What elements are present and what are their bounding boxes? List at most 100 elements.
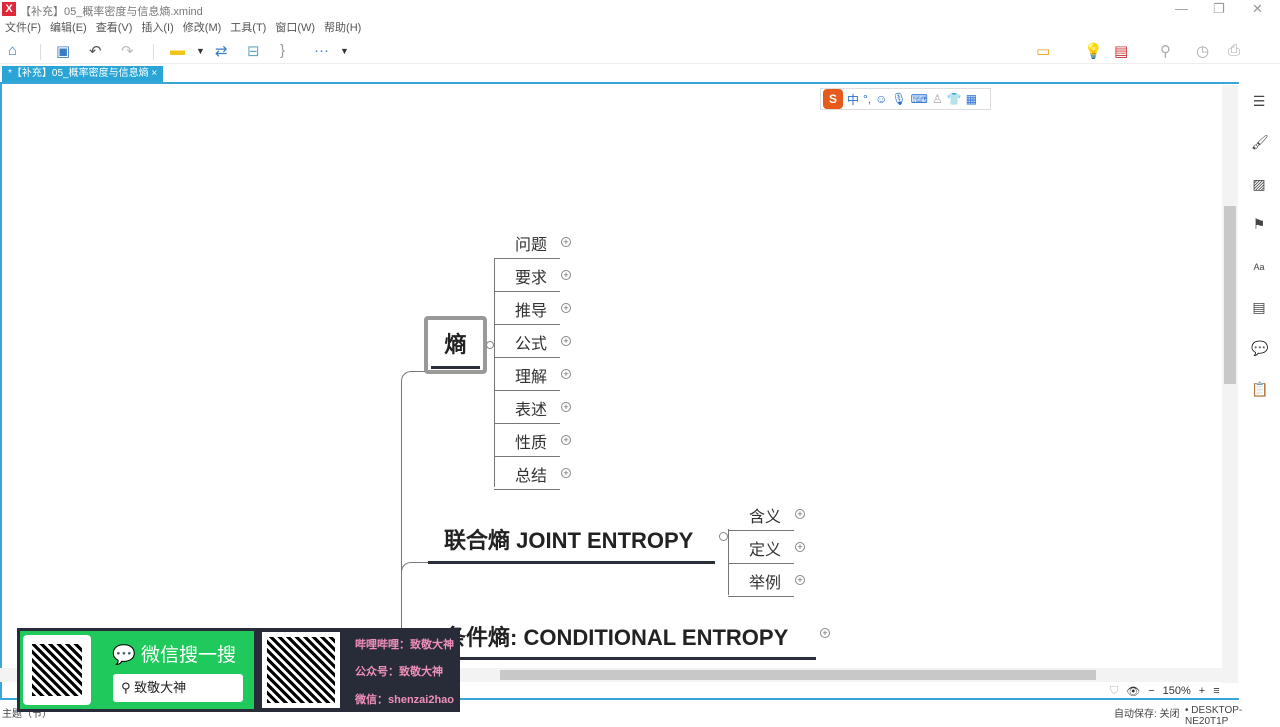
- summary-icon[interactable]: }: [280, 42, 286, 59]
- expand-icon[interactable]: +: [561, 270, 571, 280]
- computer-name-text: DESKTOP-NE20T1P: [1185, 705, 1243, 727]
- gantt-icon[interactable]: ▤: [1114, 43, 1129, 60]
- subtopic[interactable]: 推导: [514, 303, 547, 320]
- close-button[interactable]: ✕: [1252, 1, 1263, 16]
- keyboard-icon[interactable]: ⌨: [910, 92, 928, 106]
- subtopic[interactable]: 表述: [514, 402, 547, 419]
- expand-icon[interactable]: +: [561, 237, 571, 247]
- undo-icon[interactable]: ↶: [89, 43, 102, 60]
- wechat-icon: 💬: [112, 645, 136, 666]
- chevron-down-icon[interactable]: ▼: [340, 46, 349, 56]
- menu-edit[interactable]: 编辑(E): [50, 22, 87, 34]
- save-icon[interactable]: ▣: [56, 43, 71, 60]
- horizontal-scroll-thumb[interactable]: [500, 670, 1096, 680]
- export-icon[interactable]: ⎙: [1228, 42, 1241, 59]
- expand-icon[interactable]: +: [561, 435, 571, 445]
- expand-icon[interactable]: +: [561, 468, 571, 478]
- flag-icon[interactable]: ⚑: [1252, 216, 1266, 232]
- tab-document[interactable]: *【补充】05_概率密度与信息熵 ×: [2, 66, 164, 82]
- qr-code-icon: [23, 635, 91, 705]
- conditional-entropy-topic[interactable]: 条件熵: CONDITIONAL ENTROPY: [444, 625, 789, 650]
- toolbar: ⌂ ▣ ↶ ↷ ▬ ▼ ⇄ ⊟ } ··· ▼ ▭ 💡 ▤ ⚲ ◷ ⎙: [0, 38, 1280, 64]
- collapse-icon[interactable]: [719, 532, 728, 541]
- image-icon[interactable]: ▨: [1252, 176, 1266, 192]
- redo-icon[interactable]: ↷: [121, 43, 134, 60]
- zoom-out-button[interactable]: −: [1148, 685, 1155, 697]
- gongzhonghao-text: 公众号：致敬大神: [355, 666, 443, 678]
- menu-icon[interactable]: ≡: [1213, 685, 1220, 697]
- microphone-icon[interactable]: 🎙: [891, 92, 907, 106]
- autosave-status[interactable]: 自动保存: 关闭: [1114, 709, 1180, 720]
- expand-icon[interactable]: +: [795, 509, 805, 519]
- more-icon[interactable]: ···: [314, 42, 329, 59]
- filter-icon[interactable]: ⛉: [1110, 684, 1119, 697]
- emoji-icon[interactable]: ☺: [875, 92, 888, 106]
- expand-icon[interactable]: +: [795, 542, 805, 552]
- comment-icon[interactable]: 💬: [1251, 340, 1269, 356]
- outline-icon[interactable]: ☰: [1252, 93, 1266, 109]
- lightbulb-icon[interactable]: 💡: [1084, 43, 1103, 60]
- connector: [494, 423, 560, 424]
- connector: [494, 291, 560, 292]
- expand-icon[interactable]: +: [561, 303, 571, 313]
- expand-icon[interactable]: +: [820, 628, 830, 638]
- topic-icon[interactable]: ▬: [170, 42, 185, 59]
- user-icon[interactable]: ♙: [931, 92, 943, 106]
- search-icon[interactable]: ⚲: [1160, 43, 1171, 60]
- eye-icon[interactable]: 👁: [1126, 685, 1141, 698]
- connector: [494, 258, 495, 487]
- menu-help[interactable]: 帮助(H): [324, 22, 362, 34]
- menu-window[interactable]: 窗口(W): [275, 22, 316, 34]
- subtopic[interactable]: 理解: [514, 369, 547, 386]
- subtopic[interactable]: 要求: [514, 270, 547, 287]
- subtopic[interactable]: 问题: [514, 237, 547, 254]
- connector: [728, 530, 794, 531]
- clock-icon[interactable]: ◷: [1196, 43, 1210, 60]
- subtopic[interactable]: 含义: [748, 509, 781, 526]
- menu-insert[interactable]: 插入(I): [141, 22, 174, 34]
- expand-icon[interactable]: +: [795, 575, 805, 585]
- grid-icon[interactable]: ▦: [965, 92, 978, 106]
- bilibili-text: 哔哩哔哩：致敬大神: [355, 639, 454, 651]
- expand-icon[interactable]: +: [561, 369, 571, 379]
- subtopic[interactable]: 公式: [514, 336, 547, 353]
- restore-button[interactable]: ❐: [1213, 1, 1225, 16]
- mindmap-canvas[interactable]: [0, 82, 1239, 700]
- subtopic[interactable]: 总结: [514, 468, 547, 485]
- tab-label: *【补充】05_概率密度与信息熵: [8, 68, 149, 79]
- tab-strip: *【补充】05_概率密度与信息熵 ×: [0, 66, 1240, 82]
- collapse-icon[interactable]: [486, 341, 494, 349]
- subtopic[interactable]: 性质: [514, 435, 547, 452]
- presentation-icon[interactable]: ▭: [1036, 43, 1051, 60]
- home-icon[interactable]: ⌂: [8, 42, 18, 59]
- task-icon[interactable]: 📋: [1251, 381, 1269, 397]
- topic-underline: [428, 657, 816, 660]
- menu-file[interactable]: 文件(F): [5, 22, 42, 34]
- vertical-scrollbar[interactable]: [1222, 85, 1238, 683]
- subtopic[interactable]: 举例: [748, 575, 781, 592]
- notes-icon[interactable]: ▤: [1252, 299, 1266, 315]
- joint-entropy-topic[interactable]: 联合熵 JOINT ENTROPY: [444, 528, 694, 553]
- ime-mode[interactable]: 中: [847, 92, 860, 107]
- sogou-logo-icon: S: [823, 89, 843, 109]
- style-icon[interactable]: Aa: [1253, 262, 1265, 272]
- format-brush-icon[interactable]: 🖌: [1251, 134, 1269, 150]
- skin-icon[interactable]: 👕: [946, 92, 962, 106]
- zoom-in-button[interactable]: +: [1198, 685, 1206, 697]
- relationship-icon[interactable]: ⇄: [215, 43, 228, 60]
- minimize-button[interactable]: —: [1175, 1, 1188, 16]
- expand-icon[interactable]: +: [561, 336, 571, 346]
- wechat-search-label: 微信搜一搜: [140, 645, 236, 666]
- menu-view[interactable]: 查看(V): [95, 22, 133, 34]
- subtopic[interactable]: 定义: [748, 542, 781, 559]
- zoom-level[interactable]: 150%: [1162, 685, 1191, 697]
- tab-close-icon[interactable]: ×: [151, 68, 158, 79]
- menu-tools[interactable]: 工具(T): [230, 22, 267, 34]
- expand-icon[interactable]: +: [561, 402, 571, 412]
- central-topic[interactable]: 熵: [424, 316, 487, 374]
- chevron-down-icon[interactable]: ▼: [196, 46, 205, 56]
- menu-modify[interactable]: 修改(M): [182, 22, 222, 34]
- vertical-scroll-thumb[interactable]: [1224, 206, 1236, 384]
- ime-punct[interactable]: °,: [863, 92, 872, 106]
- boundary-icon[interactable]: ⊟: [247, 43, 260, 60]
